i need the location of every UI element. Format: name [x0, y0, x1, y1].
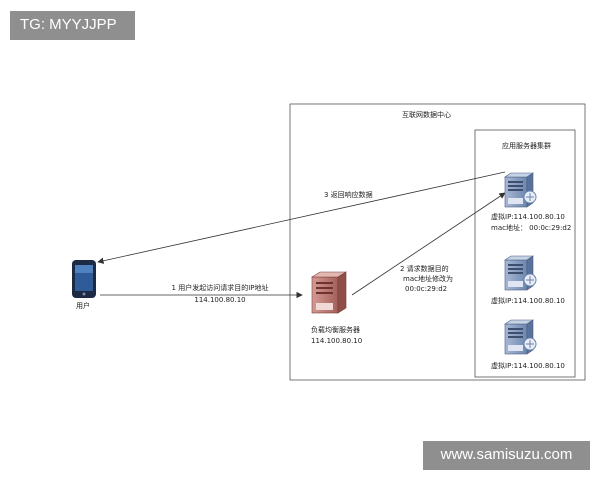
load-balancer-ip: 114.100.80.10	[311, 337, 363, 345]
server-1-mac-label: mac地址： 00:0c:29:d2	[491, 224, 572, 232]
app-server-1-icon	[504, 172, 537, 208]
cluster-title: 应用服务器集群	[502, 142, 551, 150]
server-1-ip-label: 虚拟IP:114.100.80.10	[491, 213, 565, 221]
datacenter-title: 互联网数据中心	[402, 111, 451, 119]
load-balancer-icon	[310, 271, 348, 314]
step3-label: 3 返回响应数据	[324, 191, 373, 199]
step2-label-line2: mac地址修改为	[403, 275, 453, 283]
arrow-step3	[97, 171, 506, 264]
step2-label-line1: 2 请求数据目的	[400, 265, 449, 273]
load-balancer-name: 负载均衡服务器	[311, 326, 360, 334]
watermark-bottom-right: www.samisuzu.com	[423, 441, 590, 470]
arrow-step2	[351, 192, 506, 296]
step1-label-line1: 1 用户发起访问请求目的IP地址	[171, 284, 269, 292]
app-server-3-icon	[504, 319, 537, 355]
phone-icon	[72, 260, 96, 298]
cluster-box	[474, 129, 576, 378]
step2-label-line3: 00:0c:29:d2	[405, 285, 448, 293]
step1-label-line2: 114.100.80.10	[194, 296, 246, 304]
watermark-top-left: TG: MYYJJPP	[10, 11, 135, 40]
server-2-ip-label: 虚拟IP:114.100.80.10	[491, 297, 565, 305]
app-server-2-icon	[504, 255, 537, 291]
datacenter-box	[289, 103, 586, 381]
user-label: 用户	[76, 302, 90, 310]
server-3-ip-label: 虚拟IP:114.100.80.10	[491, 362, 565, 370]
